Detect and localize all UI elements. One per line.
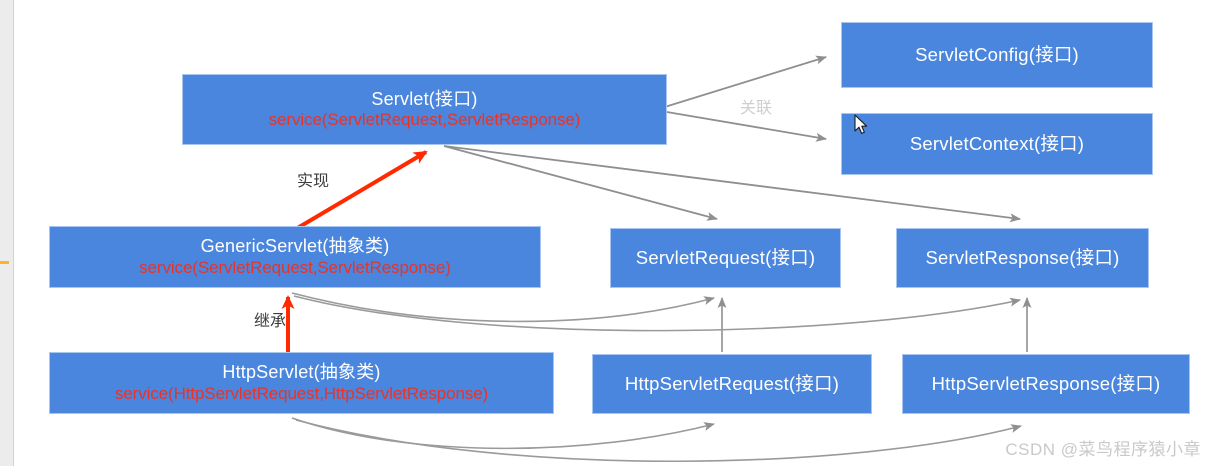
node-servlet-response-title: ServletResponse(接口) [925, 247, 1120, 269]
node-generic-servlet[interactable]: GenericServlet(抽象类) service(ServletReque… [49, 226, 541, 288]
node-http-servlet-title: HttpServlet(抽象类) [222, 362, 381, 383]
edge-servlet-to-servletrequest [443, 145, 718, 221]
node-servlet-response[interactable]: ServletResponse(接口) [896, 228, 1149, 288]
edge-httpservlet-to-servletresponse [293, 295, 1021, 332]
node-servlet-request-title: ServletRequest(接口) [635, 247, 816, 269]
left-margin-tick [0, 261, 9, 264]
node-servlet-context[interactable]: ServletContext(接口) [841, 113, 1153, 175]
node-servlet-config-title: ServletConfig(接口) [915, 44, 1079, 66]
node-servlet-method: service(ServletRequest,ServletResponse) [268, 110, 581, 130]
node-servlet-request[interactable]: ServletRequest(接口) [610, 228, 841, 288]
node-servlet-title: Servlet(接口) [371, 88, 478, 109]
node-http-servlet-request[interactable]: HttpServletRequest(接口) [592, 354, 872, 414]
edge-httpservlet-to-servletrequest [291, 292, 715, 323]
node-http-servlet-method: service(HttpServletRequest,HttpServletRe… [114, 383, 489, 403]
csdn-watermark: CSDN @菜鸟程序猿小章 [1005, 440, 1201, 459]
slide-canvas: Servlet(接口) service(ServletRequest,Servl… [13, 0, 1212, 466]
node-http-servlet[interactable]: HttpServlet(抽象类) service(HttpServletRequ… [49, 352, 554, 414]
edge-label-implements: 实现 [297, 173, 330, 190]
node-servlet-context-title: ServletContext(接口) [909, 133, 1085, 155]
edge-label-extends: 继承 [254, 313, 287, 330]
node-http-servlet-request-title: HttpServletRequest(接口) [624, 373, 840, 395]
node-http-servlet-response-title: HttpServletResponse(接口) [931, 373, 1161, 395]
edge-label-association: 关联 [740, 100, 773, 117]
node-http-servlet-response[interactable]: HttpServletResponse(接口) [902, 354, 1190, 414]
edge-genericservlet-implements-servlet [282, 150, 428, 238]
node-servlet[interactable]: Servlet(接口) service(ServletRequest,Servl… [182, 74, 667, 145]
edge-httpservlet-to-httpservletrequest [291, 417, 715, 450]
node-generic-servlet-method: service(ServletRequest,ServletResponse) [139, 257, 451, 277]
node-generic-servlet-title: GenericServlet(抽象类) [200, 236, 390, 257]
node-servlet-config[interactable]: ServletConfig(接口) [841, 22, 1153, 88]
edge-httpservlet-to-httpservletresponse [295, 419, 1022, 463]
